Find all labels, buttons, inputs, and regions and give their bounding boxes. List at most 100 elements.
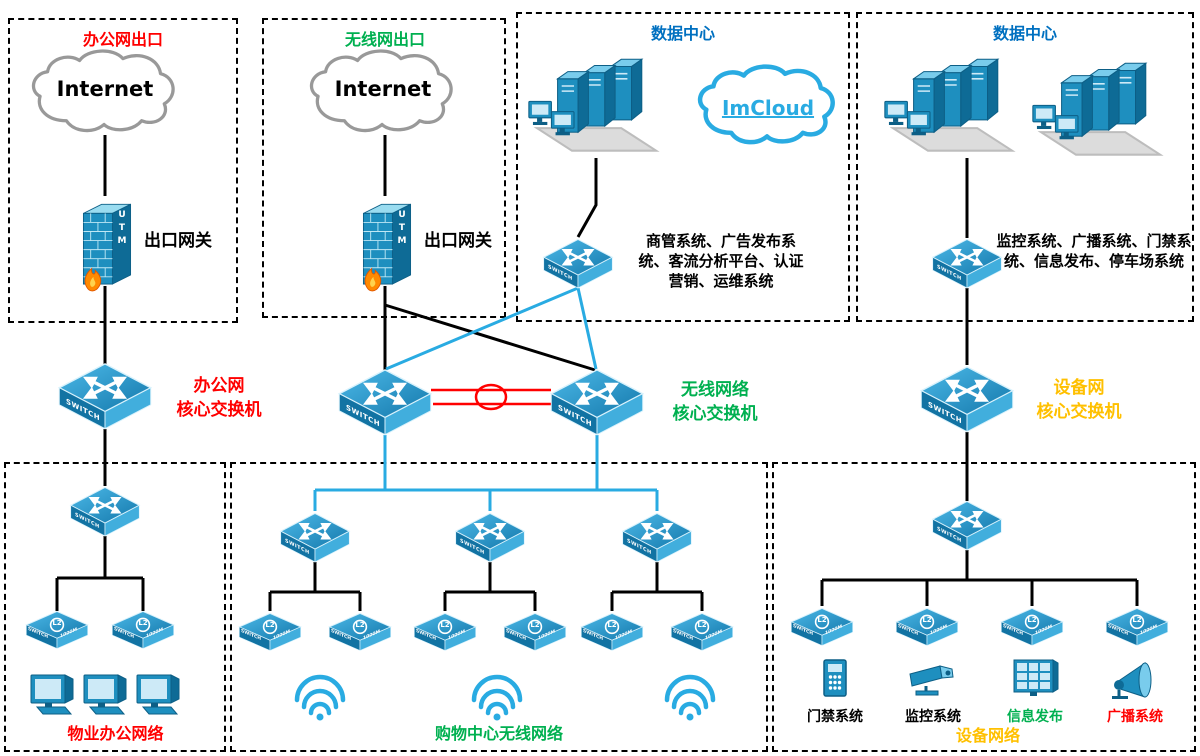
l2-switch-icon [503,612,567,652]
server-cluster-icon [883,58,1014,152]
office-core-switch: SWITCH [57,362,153,442]
utm-firewall-icon [82,203,132,292]
switch-icon [69,486,141,546]
l2-switch-icon [238,612,302,652]
broadcast-device [1110,658,1159,701]
l2-switch-icon [790,607,854,647]
label-broadcast: 广播系统 [1107,709,1163,725]
label-office-core: 办公网 核心交换机 [176,376,262,420]
device-l2-switch-3: L2 SWITCH 1000M [1000,607,1064,647]
datacenter-left-switch: SWITCH [542,238,614,298]
workstation-2 [78,672,130,718]
device-core-switch: SWITCH [919,365,1015,445]
switch-icon [279,512,351,572]
workstation-icon [30,674,74,715]
label-device-network: 设备网络 [955,726,1020,745]
wireless-core-switch-right: SWITCH [549,368,645,448]
mall-access-switch-2: SWITCH [454,512,526,572]
label-wireless-core: 无线网络 核心交换机 [672,380,758,424]
wifi-icon [660,680,720,722]
title-wireless-exit: 无线网出口 [344,30,425,49]
cctv-camera-icon [908,664,955,697]
cctv-device [908,658,956,698]
info-display-device [1011,658,1059,698]
imcloud-cloud: ImCloud [692,56,844,156]
label-office-gateway: 出口网关 [144,231,212,251]
internet-cloud-office: Internet [25,45,185,140]
datacenter-right-servers-2 [1024,52,1169,167]
switch-icon [337,368,433,448]
access-control-device [813,656,857,700]
device-network-zone [772,462,1196,752]
l2-switch-icon [413,612,477,652]
workstation-3 [131,672,183,718]
utm-gateway-office: UTM [78,196,136,296]
utm-face-label: UTM [397,210,407,249]
property-switch: SWITCH [69,486,141,546]
device-l2-switch-2: L2 SWITCH 1000M [895,607,959,647]
access-control-icon [823,659,847,697]
wifi-icon [467,680,527,722]
workstation-1 [25,672,77,718]
label-access-control: 门禁系统 [807,709,863,725]
label-property-office-network: 物业办公网络 [67,724,164,743]
l2-switch-icon [580,612,644,652]
switch-icon [454,512,526,572]
mall-l2-switch-1: L2 SWITCH 1000M [238,612,302,652]
l2-switch-icon [1105,607,1169,647]
internet-cloud-wireless: Internet [303,45,463,140]
title-datacenter-right: 数据中心 [992,24,1057,43]
wifi-icon [290,680,350,722]
title-datacenter-left: 数据中心 [650,24,715,43]
datacenter-right-systems: 监控系统、广播系统、门禁系统、信息发布、停车场系统 [996,232,1192,270]
switch-icon [621,512,693,572]
device-l2-switch-4: L2 SWITCH 1000M [1105,607,1169,647]
device-switch: SWITCH [931,500,1003,560]
l2-switch-icon [25,610,89,650]
label-device-core: 设备网 核心交换机 [1036,378,1122,422]
switch-icon [549,368,645,448]
l2-switch-icon [895,607,959,647]
utm-gateway-wireless: UTM [358,196,416,296]
workstation-icon [83,674,127,715]
broadcast-horn-icon [1110,661,1153,701]
mall-l2-switch-3: L2 SWITCH 1000M [413,612,477,652]
label-mall-wireless-network: 购物中心无线网络 [434,724,563,743]
l2-switch-icon [670,612,734,652]
label-info-publish: 信息发布 [1007,709,1063,725]
switch-icon [542,238,614,298]
server-cluster-icon [527,58,658,152]
property-l2-switch-1: L2 SWITCH 1000M [25,610,89,650]
title-office-exit: 办公网出口 [82,30,163,49]
mall-access-switch-1: SWITCH [279,512,351,572]
mall-l2-switch-4: L2 SWITCH 1000M [503,612,567,652]
utm-firewall-icon [362,203,412,292]
workstation-icon [136,674,180,715]
wireless-core-switch-left: SWITCH [337,368,433,448]
l2-switch-icon [1000,607,1064,647]
mall-l2-switch-6: L2 SWITCH 1000M [670,612,734,652]
datacenter-right-switch: SWITCH [931,238,1003,298]
l2-switch-icon [328,612,392,652]
utm-face-label: UTM [117,210,127,249]
datacenter-left-systems: 商管系统、广告发布系统、客流分析平台、认证营销、运维系统 [638,232,804,290]
label-wireless-gateway: 出口网关 [424,231,492,251]
server-cluster-icon [1031,62,1162,156]
mall-access-switch-3: SWITCH [621,512,693,572]
wifi-signal-2 [467,680,527,722]
label-cctv: 监控系统 [905,709,961,725]
mall-l2-switch-2: L2 SWITCH 1000M [328,612,392,652]
datacenter-left-zone [516,12,850,322]
switch-icon [57,362,153,442]
datacenter-right-zone [856,12,1194,322]
property-l2-switch-2: L2 SWITCH 1000M [111,610,175,650]
imcloud-label: ImCloud [721,96,815,120]
wifi-signal-1 [290,680,350,722]
internet-label: Internet [334,77,432,101]
datacenter-left-servers [520,48,665,163]
switch-icon [919,365,1015,445]
mall-l2-switch-5: L2 SWITCH 1000M [580,612,644,652]
property-office-zone [4,462,226,752]
